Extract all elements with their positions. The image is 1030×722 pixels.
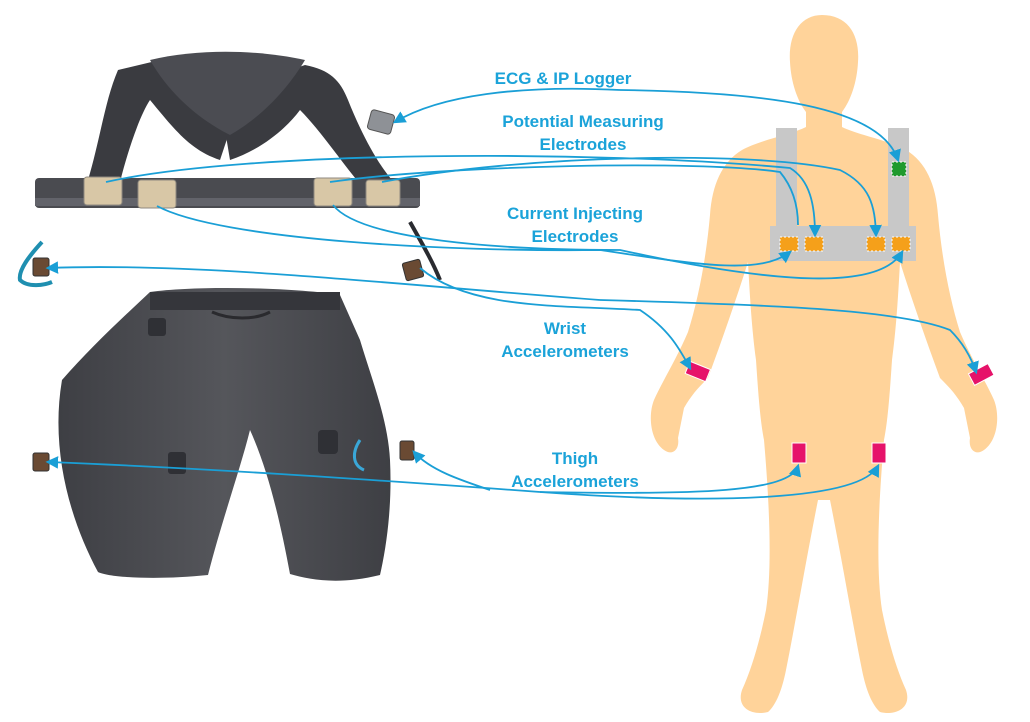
pants-pocket-right [318, 430, 338, 454]
harness-right-strap [888, 128, 909, 228]
label-current-line1: Current Injecting [507, 204, 643, 223]
pants-waistband [150, 292, 340, 310]
pants-pocket-mid [168, 452, 186, 474]
label-potential-line1: Potential Measuring [502, 112, 664, 131]
wrist-accelerometer-photos [20, 222, 440, 285]
label-thigh-line1: Thigh [552, 449, 598, 468]
left-thigh-device [33, 453, 49, 471]
electrode-marker-4 [892, 237, 910, 251]
pants-photo [33, 288, 414, 581]
label-thigh-line2: Accelerometers [511, 472, 639, 491]
harness-electrode-pad-1 [84, 177, 122, 205]
left-thigh-accelerometer-marker [792, 443, 806, 463]
left-wrist-device [33, 258, 49, 276]
harness-photo [35, 52, 420, 208]
harness-electrode-pad-4 [366, 180, 400, 206]
logger-marker [892, 162, 906, 176]
human-body-silhouette [651, 15, 997, 713]
right-thigh-accelerometer-marker [872, 443, 886, 463]
annotation-labels: ECG & IP Logger Potential Measuring Elec… [495, 69, 664, 491]
body-outline [651, 15, 997, 713]
electrode-marker-2 [805, 237, 823, 251]
ecg-logger-device [367, 109, 395, 135]
pants-garment [58, 288, 390, 581]
arrow-current-left [157, 206, 790, 266]
harness-electrode-pad-2 [138, 180, 176, 208]
label-current-line2: Electrodes [532, 227, 619, 246]
label-ecg-logger: ECG & IP Logger [495, 69, 632, 88]
label-wrist-line1: Wrist [544, 319, 587, 338]
harness-left-strap [776, 128, 797, 228]
label-potential-line2: Electrodes [540, 135, 627, 154]
right-wrist-device [402, 259, 424, 281]
electrode-marker-3 [867, 237, 885, 251]
electrode-marker-1 [780, 237, 798, 251]
label-wrist-line2: Accelerometers [501, 342, 629, 361]
right-thigh-device [400, 441, 414, 460]
pants-pocket-left [148, 318, 166, 336]
